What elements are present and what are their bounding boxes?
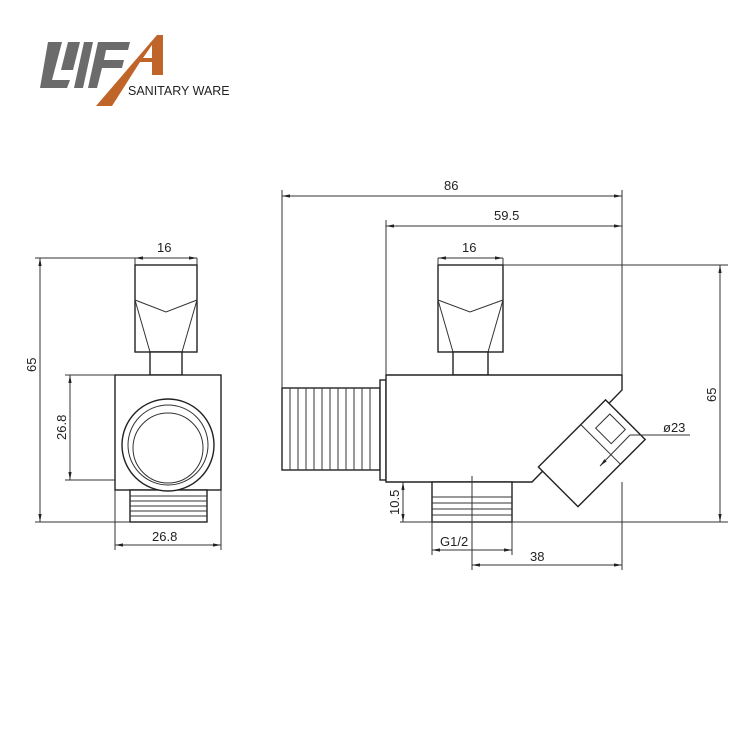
dim-handle-width: 16 <box>462 240 476 255</box>
dim-height: 65 <box>704 388 719 402</box>
front-view: 86 59.5 16 65 ø23 10.5 G1/2 38 <box>281 178 728 570</box>
dim-side-handle-width: 16 <box>157 240 171 255</box>
dim-total-length: 86 <box>444 178 458 193</box>
dim-side-body-width: 26.8 <box>152 529 177 544</box>
side-view: 16 65 26.8 26.8 <box>24 240 222 550</box>
dim-outlet-diameter: ø23 <box>663 420 685 435</box>
dim-side-body-height: 26.8 <box>54 415 69 440</box>
dim-body-length: 59.5 <box>494 208 519 223</box>
brand-logo: SANITARY WARE <box>40 35 230 106</box>
dim-thread: G1/2 <box>440 534 468 549</box>
dim-center-offset: 38 <box>530 549 544 564</box>
logo-tagline: SANITARY WARE <box>128 84 230 98</box>
dim-thread-height: 10.5 <box>387 490 402 515</box>
dim-side-height: 65 <box>24 358 39 372</box>
